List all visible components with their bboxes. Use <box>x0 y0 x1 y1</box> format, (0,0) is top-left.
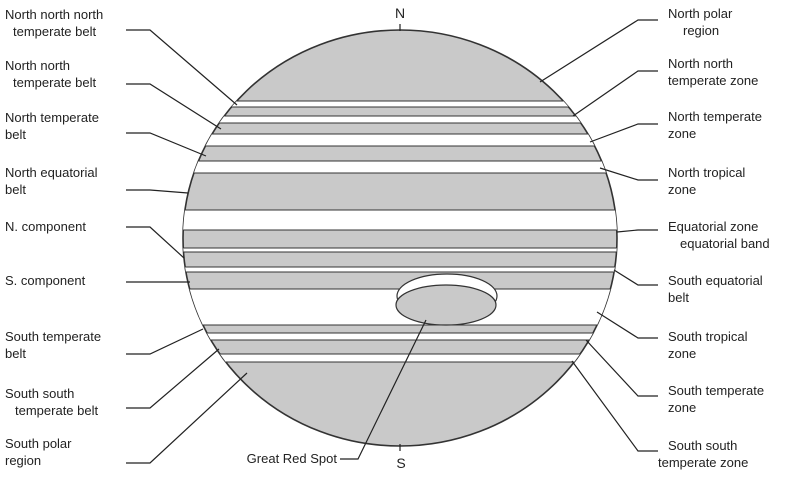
label-s-component: S. component <box>5 273 86 288</box>
north-pole-label: N <box>395 5 405 21</box>
great-red-spot <box>395 284 497 326</box>
zone-nn <box>183 115 617 124</box>
great-red-spot-leader <box>340 319 427 460</box>
label-north-equatorial-belt: North equatorial belt <box>5 165 101 197</box>
label-north-polar-region: North polar region <box>668 6 736 38</box>
zone-nt <box>183 133 617 147</box>
planet-disc <box>182 29 618 447</box>
label-south-tropical-zone: South tropical zone <box>668 329 751 361</box>
label-north-temperate-zone: North temperate zone <box>668 109 766 141</box>
left-leaders <box>126 29 248 464</box>
zone-seb-gap <box>183 266 617 273</box>
zone-ntrop <box>183 160 617 174</box>
great-red-spot-label: Great Red Spot <box>247 451 338 466</box>
left-labels: North north north temperate belt North n… <box>5 7 107 468</box>
zone-equatorial-lower <box>183 247 617 253</box>
label-south-south-temperate-belt: South south temperate belt <box>5 386 98 418</box>
south-pole-label: S <box>396 455 405 471</box>
label-north-north-north-temperate-belt: North north north temperate belt <box>5 7 107 39</box>
label-south-temperate-zone: South temperate zone <box>668 383 768 415</box>
zone-equatorial-upper <box>183 209 617 231</box>
right-leaders <box>539 19 658 452</box>
label-north-north-temperate-zone: North north temperate zone <box>668 56 758 88</box>
label-n-component: N. component <box>5 219 86 234</box>
label-equatorial-zone-band: Equatorial zone equatorial band <box>668 219 770 251</box>
label-north-tropical-zone: North tropical zone <box>668 165 749 197</box>
zone-nnn <box>183 100 617 108</box>
label-south-equatorial-belt: South equatorial belt <box>668 273 766 305</box>
label-south-polar-region: South polar region <box>5 436 75 468</box>
label-south-south-temperate-zone: South south temperate zone <box>658 438 748 470</box>
label-south-temperate-belt: South temperate belt <box>5 329 105 361</box>
label-north-north-temperate-belt: North north temperate belt <box>5 58 96 90</box>
zone-sst <box>183 353 617 363</box>
right-labels: North polar region North north temperate… <box>658 6 770 470</box>
label-north-temperate-belt: North temperate belt <box>5 110 103 142</box>
zone-st <box>183 332 617 341</box>
